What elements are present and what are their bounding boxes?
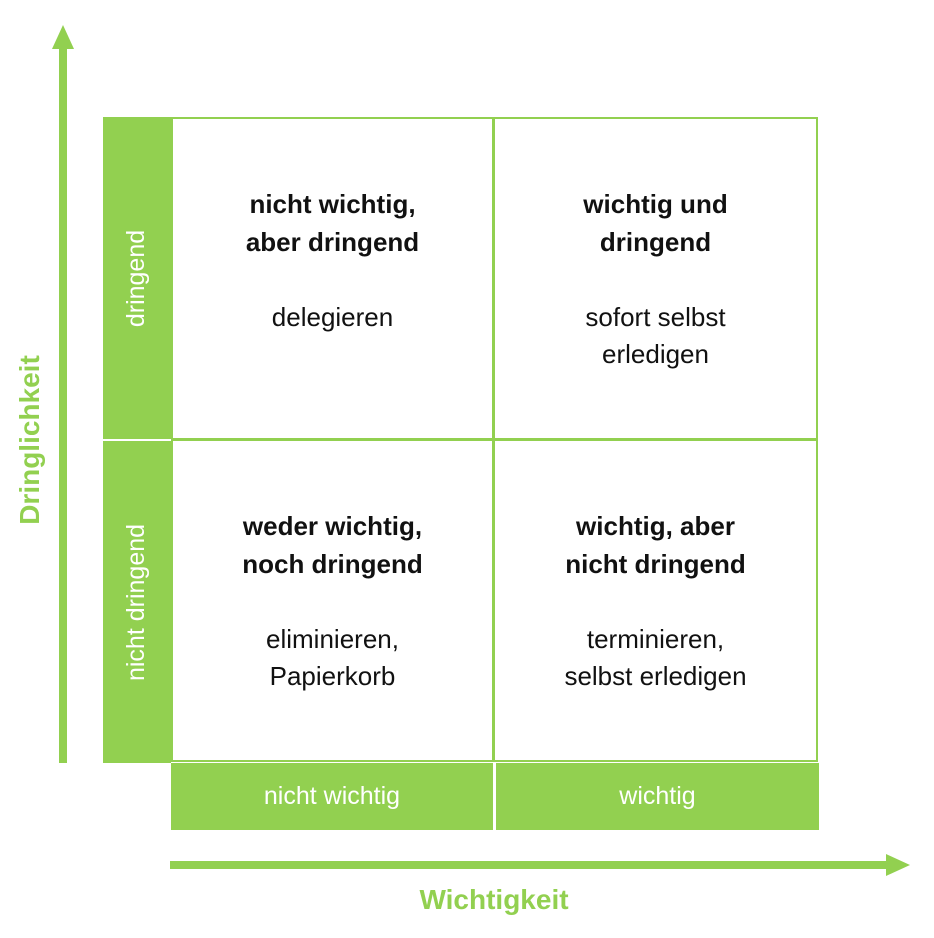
quadrant-title-line: weder wichtig,: [242, 511, 423, 541]
quadrant-title-line: nicht wichtig,: [249, 189, 416, 219]
quadrant-action-line: erledigen: [602, 339, 709, 369]
quadrant-title-line: wichtig und: [583, 189, 728, 219]
quadrant-action-line: delegieren: [271, 302, 394, 332]
y-axis-arrow-icon: [52, 25, 74, 49]
column-header-not-important-label: nicht wichtig: [263, 782, 401, 810]
quadrant-title-line: dringend: [599, 227, 712, 257]
quadrant-title-line: nicht dringend: [565, 549, 746, 579]
quadrant-action-line: Papierkorb: [269, 661, 396, 691]
quadrant-action: terminieren, selbst erledigen: [564, 621, 746, 695]
quadrant-not-important-not-urgent: weder wichtig, noch dringend eliminieren…: [173, 441, 492, 760]
quadrant-important-not-urgent: wichtig, aber nicht dringend terminieren…: [495, 441, 816, 760]
quadrant-title-line: aber dringend: [245, 227, 420, 257]
quadrant-action: eliminieren, Papierkorb: [266, 621, 399, 695]
x-axis-arrow-icon: [886, 854, 910, 876]
quadrant-title: weder wichtig, noch dringend: [242, 507, 423, 583]
quadrant-title: nicht wichtig, aber dringend: [246, 185, 419, 261]
quadrant-title: wichtig und dringend: [583, 185, 727, 261]
row-header-not-urgent: nicht dringend: [103, 441, 171, 763]
quadrant-important-urgent: wichtig und dringend sofort selbst erled…: [495, 119, 816, 438]
row-header-urgent: dringend: [103, 117, 171, 439]
quadrant-title-line: noch dringend: [242, 549, 423, 579]
quadrant-action-line: sofort selbst: [585, 302, 726, 332]
x-axis-line: [170, 861, 890, 869]
quadrant-title-line: wichtig, aber: [576, 511, 735, 541]
quadrant-action: sofort selbst erledigen: [585, 299, 725, 373]
quadrant-not-important-urgent: nicht wichtig, aber dringend delegieren: [173, 119, 492, 438]
row-header-urgent-label: dringend: [122, 229, 151, 327]
row-header-not-urgent-label: nicht dringend: [122, 523, 151, 681]
y-axis-title: Dringlichkeit: [14, 355, 45, 525]
quadrant-title: wichtig, aber nicht dringend: [565, 507, 746, 583]
column-header-important-label: wichtig: [619, 782, 696, 810]
grid-divider-horizontal: [171, 438, 818, 441]
y-axis-line: [59, 46, 67, 763]
x-axis-title: Wichtigkeit: [419, 884, 569, 915]
column-header-not-important: nicht wichtig: [171, 763, 493, 830]
quadrant-action: delegieren: [272, 299, 393, 336]
quadrant-action-line: selbst erledigen: [564, 661, 747, 691]
column-header-important: wichtig: [496, 763, 819, 830]
quadrant-action-line: terminieren,: [586, 624, 725, 654]
quadrant-action-line: eliminieren,: [266, 624, 399, 654]
